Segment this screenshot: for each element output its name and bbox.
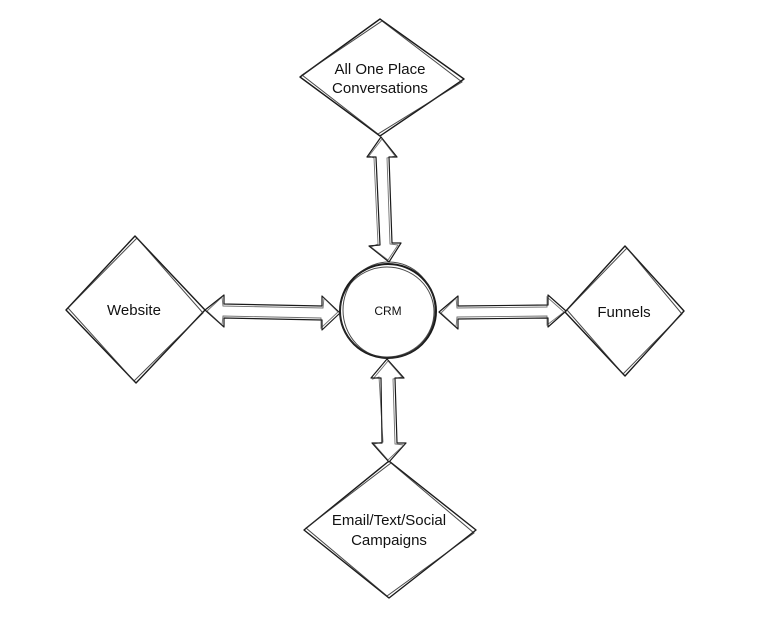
node-email-text-social-campaigns[interactable]: Email/Text/Social Campaigns xyxy=(303,460,477,599)
node-label-line-2: Campaigns xyxy=(351,532,427,549)
node-label-line-1: Funnels xyxy=(597,304,650,321)
node-label-line-1: Email/Text/Social xyxy=(332,512,446,529)
edge-crm-left xyxy=(204,294,341,331)
node-crm[interactable]: CRM xyxy=(339,261,437,359)
edge-crm-right xyxy=(438,294,567,330)
edge-crm-top xyxy=(366,136,402,263)
node-label-line-1: All One Place xyxy=(335,61,426,78)
node-all-one-place-conversations[interactable]: All One Place Conversations xyxy=(299,18,465,137)
node-label-line-2: Conversations xyxy=(332,80,428,97)
crm-label: CRM xyxy=(374,304,401,318)
node-website[interactable]: Website xyxy=(65,235,206,384)
node-label-line-1: Website xyxy=(107,302,161,319)
node-funnels[interactable]: Funnels xyxy=(564,245,685,377)
edge-crm-bottom xyxy=(370,358,407,463)
